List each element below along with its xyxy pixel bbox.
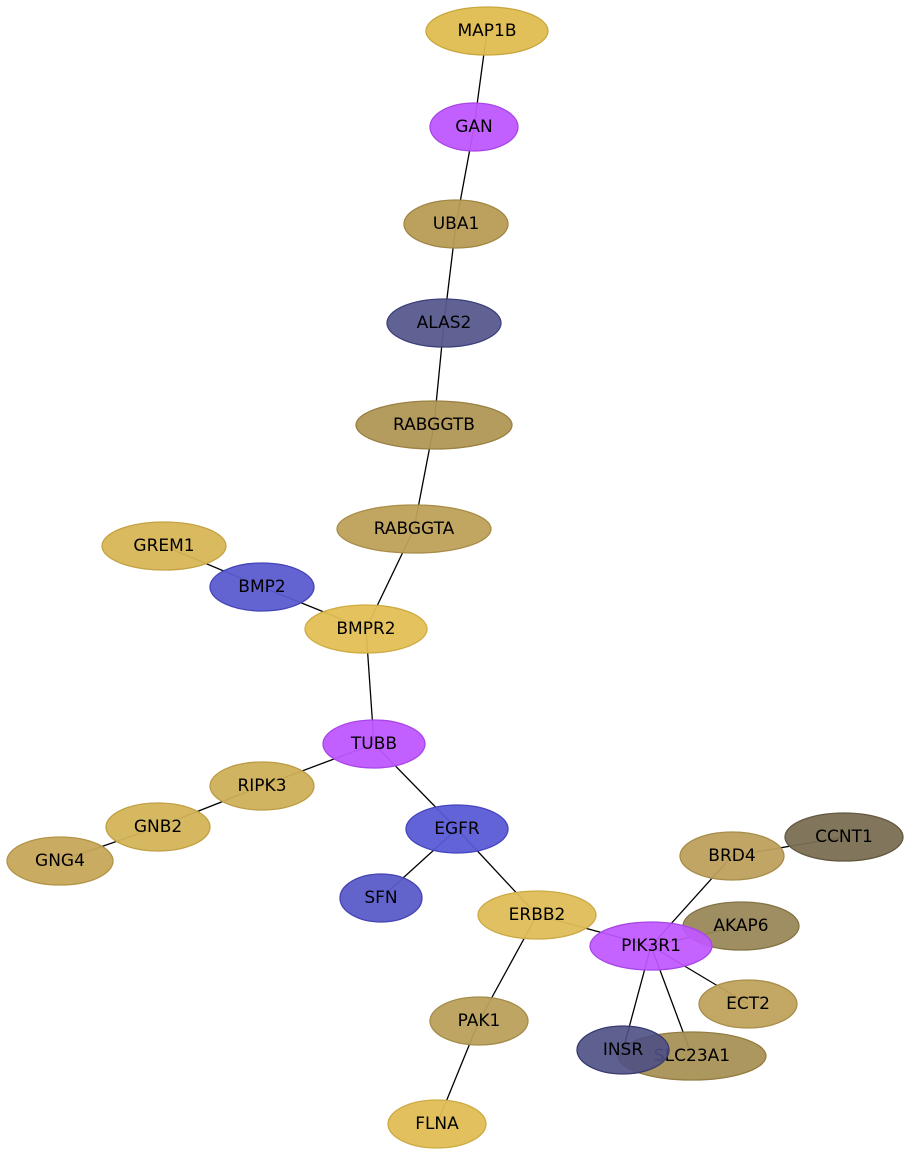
node-pak1[interactable]: PAK1 [429,996,529,1046]
node-label: RABGGTB [393,415,475,435]
node-ccnt1[interactable]: CCNT1 [784,812,904,862]
node-ellipse[interactable] [339,873,423,923]
node-akap6[interactable]: AKAP6 [682,901,800,951]
node-grem1[interactable]: GREM1 [101,521,227,571]
node-label: PIK3R1 [621,936,681,956]
node-label: RIPK3 [237,776,286,796]
node-ellipse[interactable] [698,979,798,1029]
node-sfn[interactable]: SFN [339,873,423,923]
node-ellipse[interactable] [429,102,519,152]
node-ellipse[interactable] [101,521,227,571]
node-ellipse[interactable] [405,804,509,854]
node-label: AKAP6 [713,916,768,936]
node-ellipse[interactable] [105,802,211,852]
node-flna[interactable]: FLNA [387,1099,487,1149]
node-label: CCNT1 [815,827,873,847]
node-ellipse[interactable] [209,562,315,612]
node-label: ALAS2 [417,313,472,333]
node-ellipse[interactable] [425,6,549,56]
node-uba1[interactable]: UBA1 [403,199,509,249]
node-label: BMP2 [238,577,285,597]
node-map1b[interactable]: MAP1B [425,6,549,56]
node-alas2[interactable]: ALAS2 [386,298,502,348]
node-gng4[interactable]: GNG4 [6,836,114,886]
node-label: MAP1B [457,21,516,41]
node-egfr[interactable]: EGFR [405,804,509,854]
node-ellipse[interactable] [387,1099,487,1149]
node-label: ECT2 [726,994,770,1014]
node-rabggta[interactable]: RABGGTA [336,504,492,554]
node-label: GAN [455,117,493,137]
node-label: BMPR2 [336,619,395,639]
node-erbb2[interactable]: ERBB2 [477,890,597,940]
node-label: UBA1 [433,214,480,234]
node-bmp2[interactable]: BMP2 [209,562,315,612]
node-label: RABGGTA [374,519,455,539]
node-label: GREM1 [133,536,194,556]
node-ellipse[interactable] [322,719,426,769]
node-gan[interactable]: GAN [429,102,519,152]
node-label: PAK1 [458,1011,501,1031]
node-bmpr2[interactable]: BMPR2 [304,604,428,654]
node-rabggtb[interactable]: RABGGTB [355,400,513,450]
node-ellipse[interactable] [336,504,492,554]
node-ellipse[interactable] [589,921,713,971]
node-insr[interactable]: INSR [576,1025,670,1075]
node-label: BRD4 [708,846,755,866]
node-ripk3[interactable]: RIPK3 [209,761,315,811]
node-ellipse[interactable] [304,604,428,654]
node-ellipse[interactable] [477,890,597,940]
node-label: EGFR [434,819,480,839]
node-pik3r1[interactable]: PIK3R1 [589,921,713,971]
node-ellipse[interactable] [403,199,509,249]
node-label: SFN [364,888,397,908]
node-label: GNG4 [35,851,85,871]
node-label: FLNA [415,1114,459,1134]
node-ellipse[interactable] [429,996,529,1046]
node-label: ERBB2 [509,905,566,925]
edge-layer [59,30,845,1125]
node-brd4[interactable]: BRD4 [679,831,785,881]
node-ellipse[interactable] [355,400,513,450]
node-label: TUBB [350,734,397,754]
node-tubb[interactable]: TUBB [322,719,426,769]
node-label: INSR [603,1040,644,1060]
node-ellipse[interactable] [576,1025,670,1075]
node-label: SLC23A1 [654,1046,730,1066]
node-ellipse[interactable] [209,761,315,811]
node-label: GNB2 [134,817,182,837]
node-ellipse[interactable] [386,298,502,348]
node-ect2[interactable]: ECT2 [698,979,798,1029]
node-ellipse[interactable] [679,831,785,881]
node-ellipse[interactable] [784,812,904,862]
node-ellipse[interactable] [6,836,114,886]
node-gnb2[interactable]: GNB2 [105,802,211,852]
